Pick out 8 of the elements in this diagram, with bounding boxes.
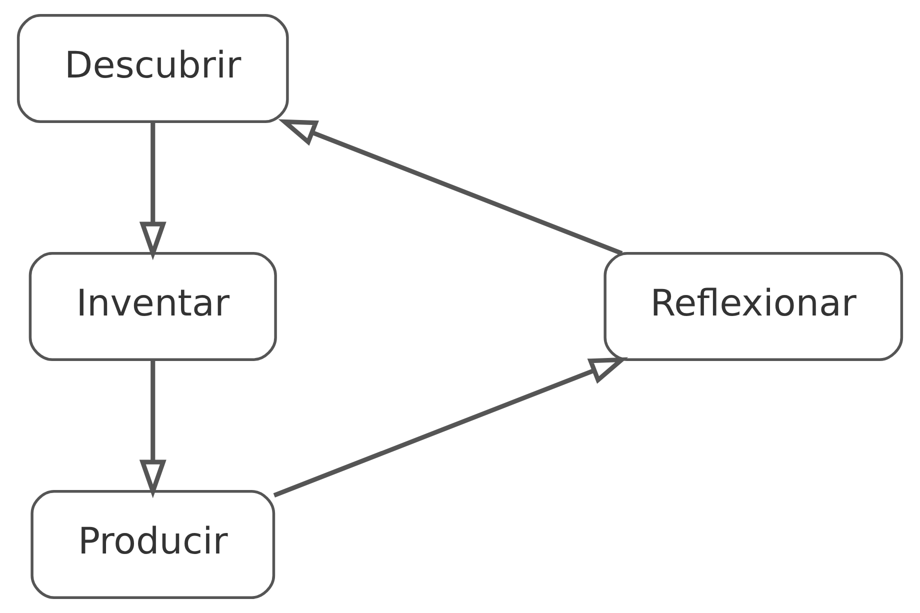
node-box: Inventar — [28, 252, 277, 361]
node-box: Reflexionar — [604, 252, 904, 361]
arrow — [139, 122, 166, 260]
arrow — [139, 360, 166, 498]
arrow — [278, 119, 623, 256]
node-box: Producir — [30, 490, 276, 599]
arrow — [273, 357, 628, 498]
node-box: Descubrir — [16, 14, 289, 123]
